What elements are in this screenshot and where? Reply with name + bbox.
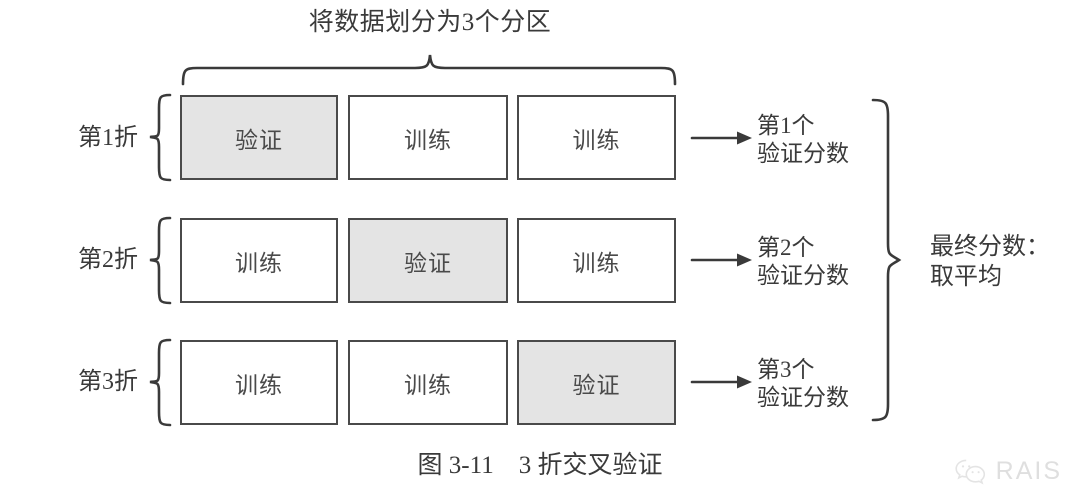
fold-3-score: 第3个 验证分数 [757,356,849,412]
fold-1-cell-1[interactable]: 验证 [180,95,338,180]
fold-label-3: 第3折 [78,369,138,395]
fold-2-brace [149,216,172,305]
fold-2-cell-3[interactable]: 训练 [517,218,676,303]
watermark: RAIS [954,457,1062,486]
top-partition-brace [181,54,677,86]
fold-1-arrow [690,131,752,145]
fold-1-score: 第1个 验证分数 [757,112,849,168]
top-title: 将数据划分为3个分区 [308,9,552,36]
final-score-line-2: 取平均 [930,264,1002,290]
fold-1-cell-2[interactable]: 训练 [348,95,508,180]
fold-3-cell-3[interactable]: 验证 [517,340,676,425]
fold-3-cell-2[interactable]: 训练 [348,340,508,425]
fold-3-score-line-2: 验证分数 [757,385,849,411]
fold-1-score-line-1: 第1个 [757,113,815,138]
fold-2-arrow [690,253,752,267]
fold-2-score-line-2: 验证分数 [757,263,849,289]
fold-3-brace [149,338,172,427]
figure-caption: 图 3-11 3 折交叉验证 [417,452,663,479]
fold-2-score: 第2个 验证分数 [757,234,849,290]
fold-1-brace [149,93,172,182]
fold-2-score-line-1: 第2个 [757,235,815,260]
fold-1-score-line-2: 验证分数 [757,141,849,167]
wechat-icon [955,459,985,484]
fold-label-2: 第2折 [78,247,138,273]
fold-3-score-line-1: 第3个 [757,357,815,382]
fold-3-cell-1[interactable]: 训练 [180,340,338,425]
fold-3-arrow [690,375,752,389]
watermark-text: RAIS [995,457,1062,485]
final-score-text: 最终分数： 取平均 [930,232,1050,292]
final-score-brace [871,98,902,422]
final-score-line-1: 最终分数： [930,234,1050,260]
fold-label-1: 第1折 [78,125,138,151]
fold-2-cell-1[interactable]: 训练 [180,218,338,303]
fold-1-cell-3[interactable]: 训练 [517,95,676,180]
fold-2-cell-2[interactable]: 验证 [348,218,508,303]
